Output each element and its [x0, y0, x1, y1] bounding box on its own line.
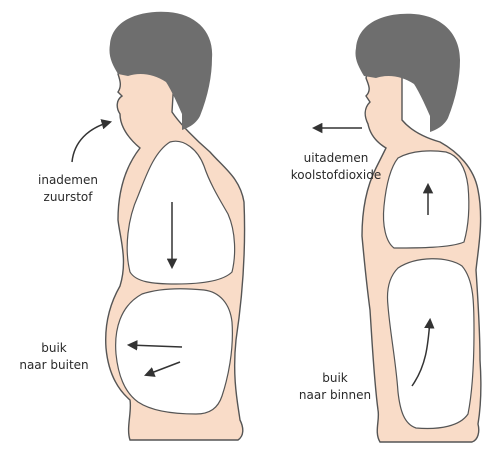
inhale-figure	[106, 12, 245, 440]
exhale-label-line2: koolstofdioxide	[291, 168, 381, 182]
inhale-label-line2: zuurstof	[44, 190, 94, 204]
inhale-label-line1: inademen	[38, 173, 98, 187]
abdomen-out-label-line1: buik	[41, 341, 67, 355]
abdomen-out-label-line2: naar buiten	[19, 358, 88, 372]
exhale-lung-cavity	[383, 151, 468, 248]
exhale-label-line1: uitademen	[304, 151, 369, 165]
abdomen-in-label-line1: buik	[322, 371, 348, 385]
abdomen-in-label-line2: naar binnen	[299, 388, 371, 402]
inhale-air-arrow	[72, 122, 110, 162]
exhale-abdomen-cavity	[387, 259, 474, 429]
inhale-abdomen-cavity	[116, 289, 233, 414]
exhale-figure	[355, 14, 480, 442]
